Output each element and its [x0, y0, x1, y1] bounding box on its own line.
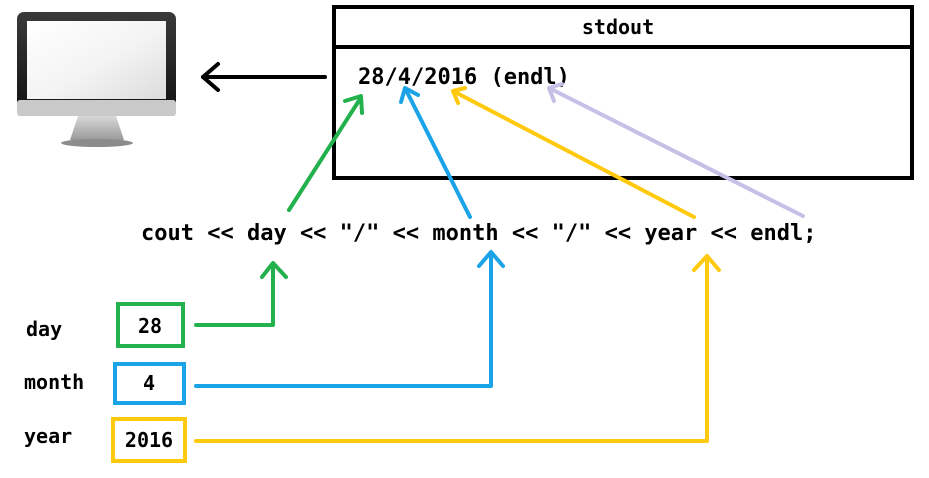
variable-box-year — [111, 417, 187, 463]
computer-monitor-icon — [17, 12, 176, 147]
variable-value-year: 2016 — [125, 428, 173, 452]
day-arrows — [194, 94, 364, 327]
year-arrows — [194, 86, 721, 443]
stdout-output: 28/4/2016 (endl) — [358, 65, 570, 90]
month-arrows — [194, 86, 505, 388]
variable-label-day: day — [26, 317, 62, 341]
code-line: cout << day << "/" << month << "/" << ye… — [141, 221, 817, 246]
variable-box-month — [113, 362, 186, 405]
stdout-title: stdout — [582, 15, 654, 39]
variable-box-day — [116, 302, 185, 348]
output-to-monitor-arrow — [201, 62, 327, 92]
endl-arrow — [547, 82, 805, 218]
variable-value-month: 4 — [143, 371, 155, 395]
variable-value-day: 28 — [138, 314, 162, 338]
stdout-box — [332, 5, 914, 180]
variable-label-month: month — [24, 370, 84, 394]
variable-label-year: year — [24, 424, 72, 448]
